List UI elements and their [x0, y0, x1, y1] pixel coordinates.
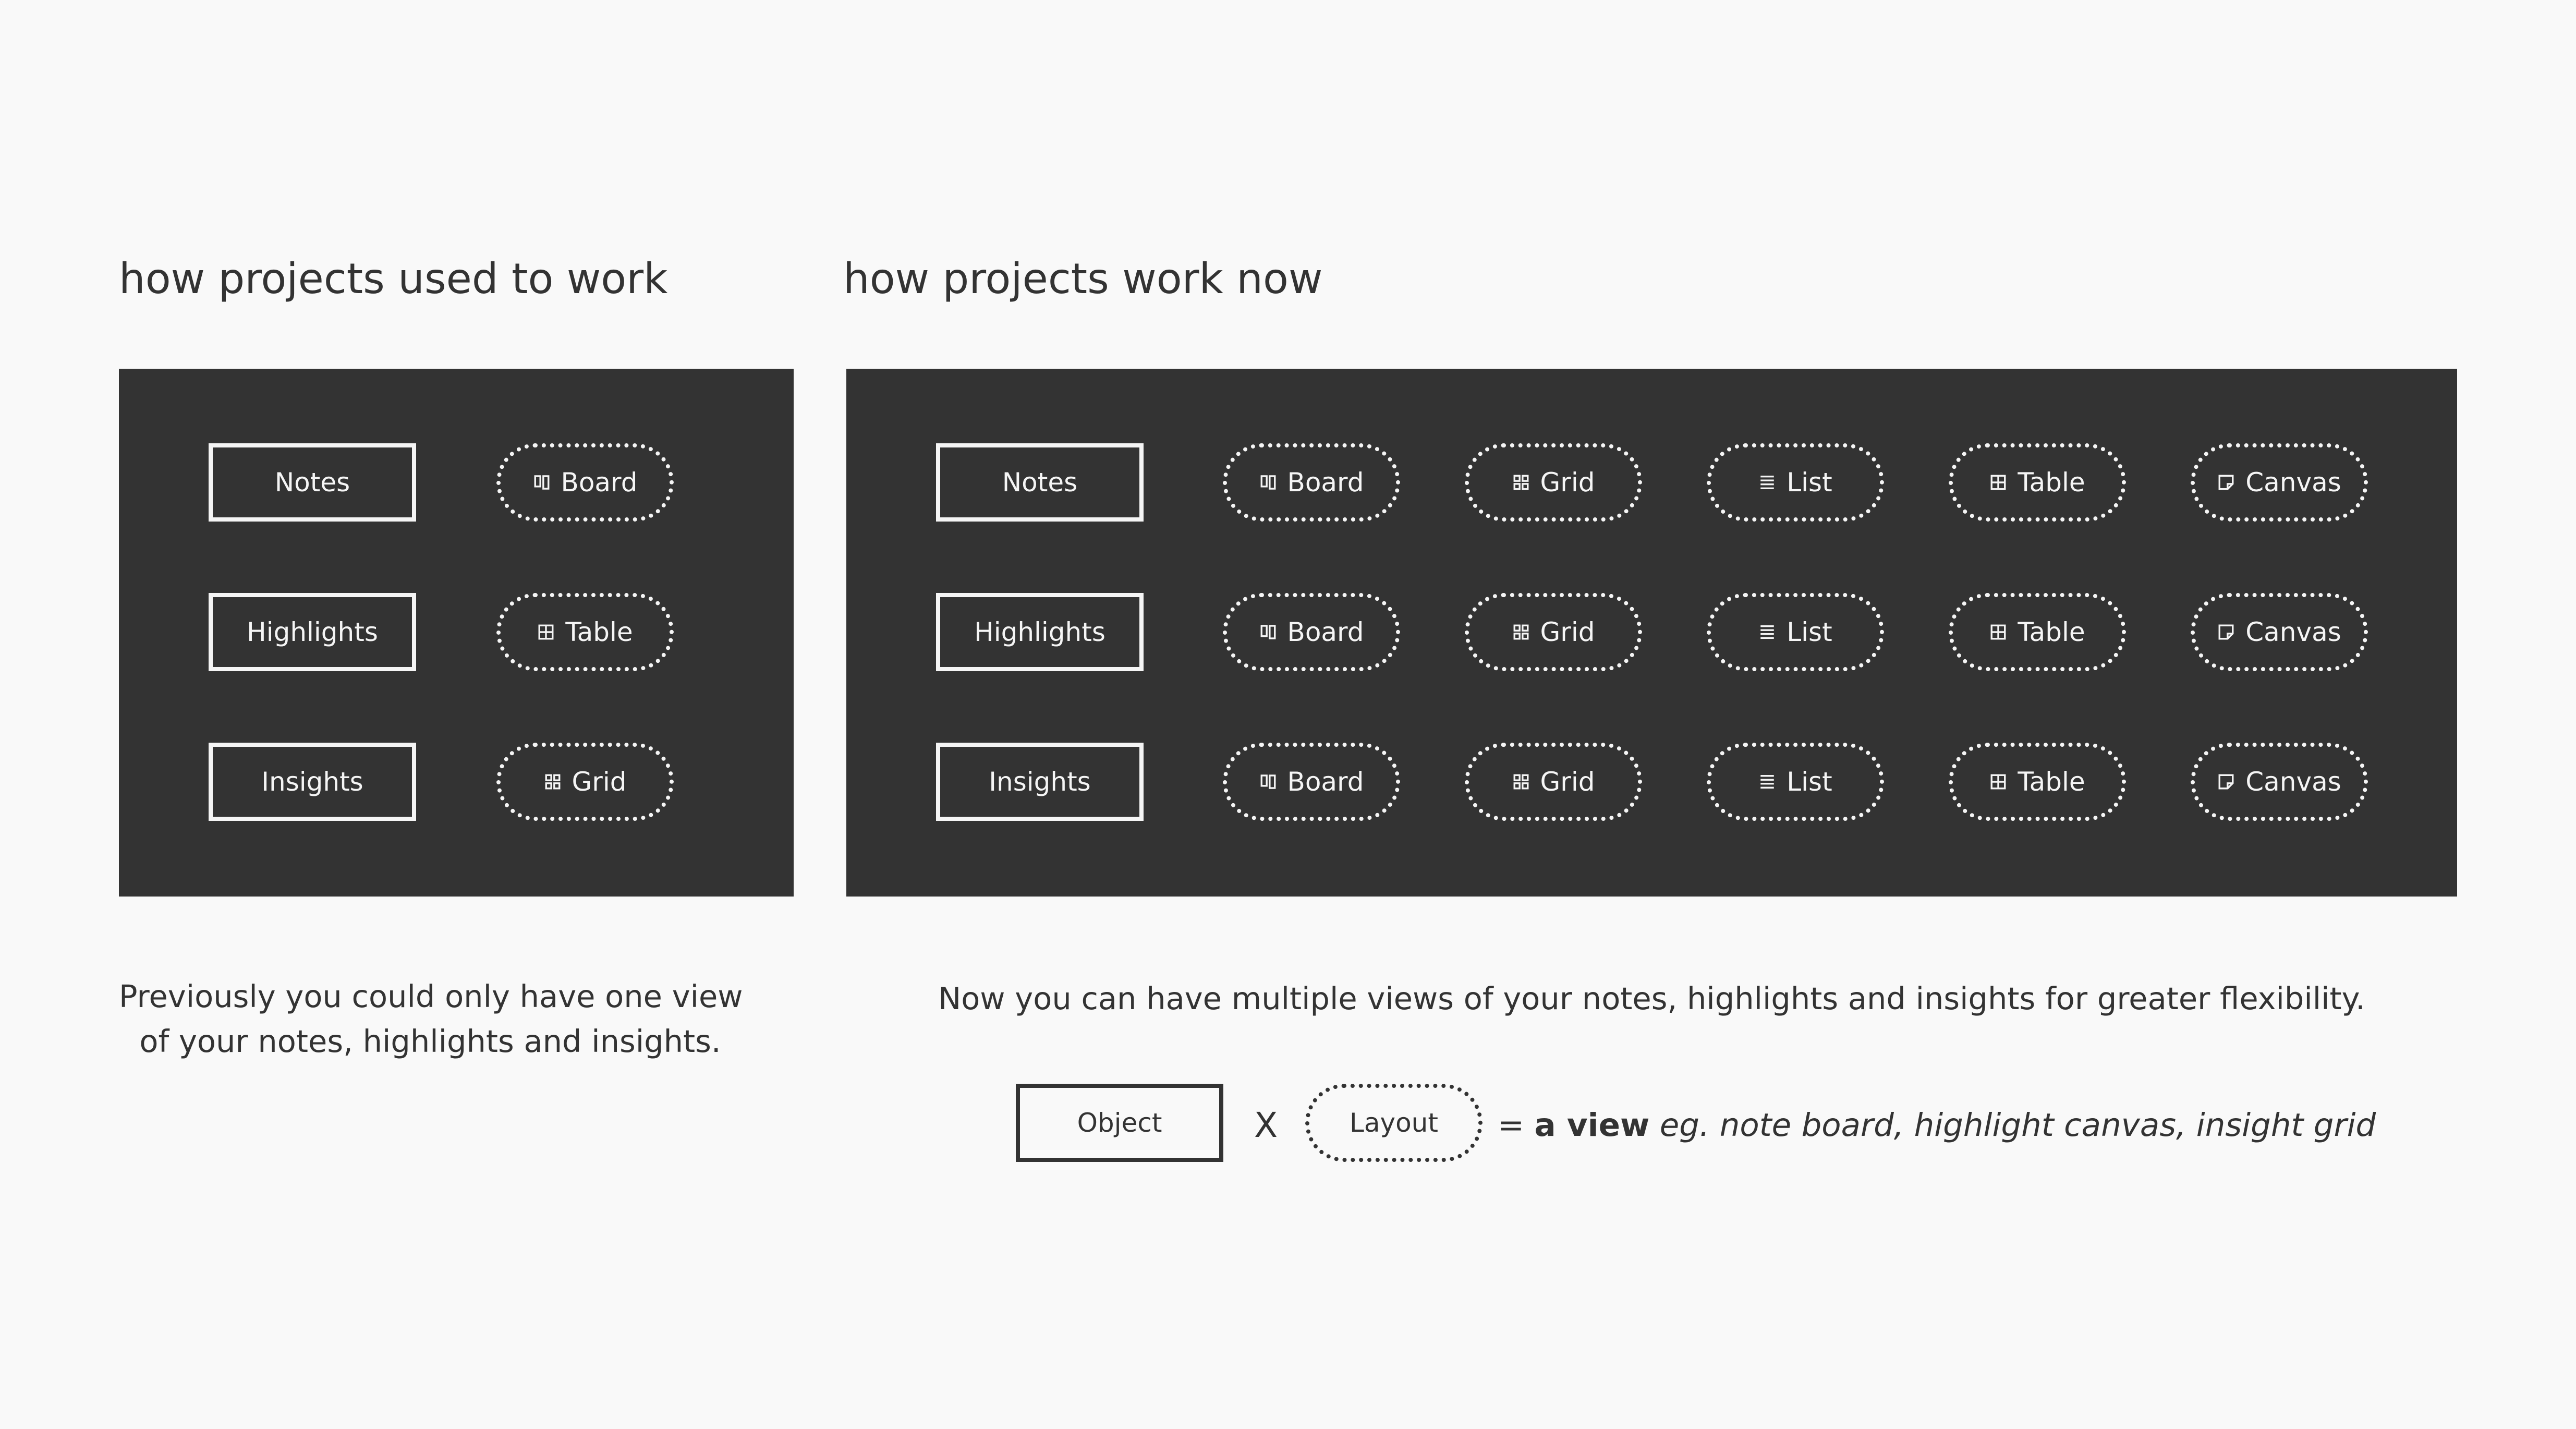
- new-description: Now you can have multiple views of your …: [938, 980, 2365, 1016]
- old-projects-panel: Notes Board Highlights Table Insights Gr…: [119, 369, 794, 897]
- object-insights: Insights: [936, 743, 1144, 821]
- layout-label: List: [1787, 467, 1832, 498]
- grid-icon: [545, 774, 560, 790]
- layout-label: Grid: [1540, 617, 1595, 647]
- layout-grid: Grid: [1465, 593, 1642, 671]
- layout-label: Table: [2018, 617, 2085, 647]
- list-icon: [1760, 475, 1775, 490]
- layout-list: List: [1707, 743, 1884, 821]
- grid-icon: [1513, 624, 1528, 640]
- board-icon: [1260, 774, 1275, 789]
- object-notes: Notes: [936, 443, 1144, 522]
- legend-equals-sign: =: [1498, 1107, 1525, 1144]
- legend-result: a view: [1534, 1107, 1650, 1144]
- layout-label: Canvas: [2245, 617, 2341, 647]
- table-icon: [1990, 774, 2006, 790]
- legend-example: eg. note board, highlight canvas, insigh…: [1659, 1107, 2376, 1144]
- old-description-line: of your notes, highlights and insights.: [139, 1023, 721, 1059]
- new-projects-panel: Notes Board Grid List Table Canvas Highl…: [846, 369, 2457, 897]
- layout-table: Table: [1949, 443, 2126, 522]
- layout-grid: Grid: [496, 743, 674, 821]
- layout-list: List: [1707, 593, 1884, 671]
- layout-board: Board: [1223, 593, 1400, 671]
- layout-list: List: [1707, 443, 1884, 522]
- layout-label: Grid: [1540, 467, 1595, 498]
- canvas-icon: [2218, 774, 2234, 790]
- layout-table: Table: [1949, 743, 2126, 821]
- list-icon: [1760, 625, 1775, 639]
- layout-label: Table: [2018, 467, 2085, 498]
- layout-label: Table: [2018, 767, 2085, 797]
- board-icon: [534, 475, 549, 490]
- object-notes: Notes: [209, 443, 416, 522]
- old-description-line: Previously you could only have one view: [119, 978, 743, 1014]
- object-insights: Insights: [209, 743, 416, 821]
- layout-grid: Grid: [1465, 443, 1642, 522]
- grid-icon: [1513, 475, 1528, 490]
- canvas-icon: [2218, 475, 2234, 490]
- board-icon: [1260, 475, 1275, 490]
- layout-label: Canvas: [2245, 467, 2341, 498]
- layout-grid: Grid: [1465, 743, 1642, 821]
- legend-layout: Layout: [1305, 1084, 1483, 1162]
- layout-label: Grid: [572, 767, 627, 797]
- layout-label: Board: [1287, 767, 1364, 797]
- layout-board: Board: [496, 443, 674, 522]
- canvas-icon: [2218, 624, 2234, 640]
- board-icon: [1260, 625, 1275, 639]
- legend-times-sign: X: [1254, 1105, 1278, 1145]
- layout-label: Grid: [1540, 767, 1595, 797]
- layout-canvas: Canvas: [2191, 593, 2368, 671]
- layout-label: Board: [1287, 617, 1364, 647]
- layout-board: Board: [1223, 743, 1400, 821]
- legend-object: Object: [1016, 1084, 1223, 1162]
- object-highlights: Highlights: [209, 593, 416, 671]
- layout-board: Board: [1223, 443, 1400, 522]
- object-highlights: Highlights: [936, 593, 1144, 671]
- layout-label: Board: [1287, 467, 1364, 498]
- layout-label: Table: [565, 617, 633, 647]
- old-heading: how projects used to work: [119, 255, 668, 303]
- list-icon: [1760, 774, 1775, 789]
- legend-formula: = a view eg. note board, highlight canva…: [1498, 1105, 2376, 1146]
- grid-icon: [1513, 774, 1528, 790]
- table-icon: [1990, 624, 2006, 640]
- layout-canvas: Canvas: [2191, 743, 2368, 821]
- table-icon: [1990, 475, 2006, 490]
- layout-label: List: [1787, 617, 1832, 647]
- layout-label: Board: [561, 467, 638, 498]
- layout-label: Canvas: [2245, 767, 2341, 797]
- layout-canvas: Canvas: [2191, 443, 2368, 522]
- layout-table: Table: [1949, 593, 2126, 671]
- new-heading: how projects work now: [843, 255, 1323, 303]
- old-description: Previously you could only have one view …: [119, 974, 743, 1064]
- layout-table: Table: [496, 593, 674, 671]
- table-icon: [538, 624, 554, 640]
- layout-label: List: [1787, 767, 1832, 797]
